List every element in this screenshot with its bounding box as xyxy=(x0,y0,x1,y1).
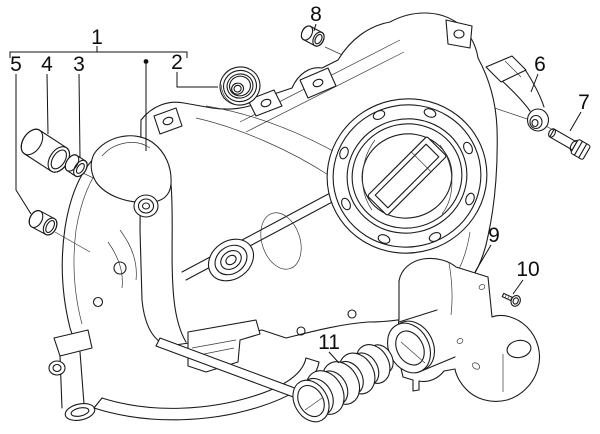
cover-mounting-lugs xyxy=(153,19,473,135)
callout-label-10: 10 xyxy=(516,258,539,281)
dome-boss xyxy=(133,194,159,218)
callout-1-bracket xyxy=(9,51,188,58)
part-7-hex-bolt xyxy=(548,128,591,160)
part-11-corrugated-hose xyxy=(292,344,394,423)
sight-window xyxy=(367,136,447,216)
part-1-crankcase-cover xyxy=(139,12,498,373)
callout-4-leader xyxy=(46,73,49,135)
kickshaft-boss xyxy=(207,238,255,282)
callout-label-5: 5 xyxy=(10,53,22,76)
part-9-air-duct xyxy=(386,257,541,402)
callout-label-6: 6 xyxy=(534,53,546,76)
part-5-bushing xyxy=(28,210,58,236)
callout-label-1: 1 xyxy=(91,26,103,49)
callout-8-leader xyxy=(313,23,317,32)
callout-1-dot xyxy=(143,59,149,64)
callout-label-4: 4 xyxy=(41,53,53,76)
callout-label-8: 8 xyxy=(310,3,322,26)
callout-9-leader xyxy=(474,244,492,273)
callout-5-leader xyxy=(15,74,32,215)
part-10-screw xyxy=(501,292,521,307)
callout-6-leader xyxy=(530,73,539,93)
callout-label-7: 7 xyxy=(578,91,590,114)
part-6-bracket-arm xyxy=(485,55,550,132)
part-4-sleeve xyxy=(20,128,71,173)
callout-7-leader xyxy=(569,111,582,132)
callouts: 1 5 4 3 2 8 6 7 9 10 11 xyxy=(9,3,590,364)
callout-label-9: 9 xyxy=(488,224,500,247)
bolt-holes xyxy=(339,108,475,244)
part-3-bushing xyxy=(64,154,88,178)
callout-10-leader xyxy=(512,279,524,295)
callout-label-2: 2 xyxy=(171,51,183,74)
duct-tube xyxy=(386,309,456,374)
callout-2-leader xyxy=(176,72,218,88)
kick-housing-dome xyxy=(90,135,172,203)
flywheel-cover-circle xyxy=(326,98,488,254)
callout-3-leader xyxy=(78,73,81,159)
callout-label-11: 11 xyxy=(318,331,340,354)
kick-pedal-bracket xyxy=(48,329,96,421)
part-8-bushing xyxy=(300,25,325,47)
part-2-bearing xyxy=(219,66,261,106)
callout-11-leader xyxy=(328,351,340,364)
callout-label-3: 3 xyxy=(73,53,85,76)
